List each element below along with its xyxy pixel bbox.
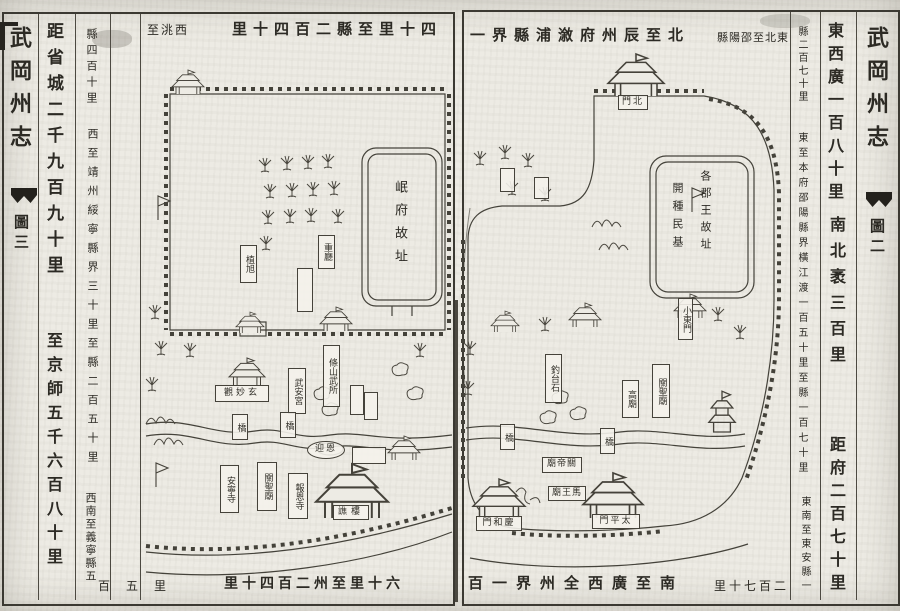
caption-top-left-page: 里十四百二縣至里十四 bbox=[232, 20, 443, 38]
label-bridge-right-b: 橋 bbox=[600, 428, 615, 454]
label-diaotai-rock: 釣台石 bbox=[545, 354, 562, 403]
label-hall-b: 重廳 bbox=[318, 235, 335, 269]
plate-number-left: 圖三 bbox=[12, 214, 30, 254]
note-east-route: 東至本府邵陽縣界橫江渡一百五十里至縣一百七十里 bbox=[796, 132, 807, 477]
label-guansheng-temple-left: 關聖廟 bbox=[257, 462, 277, 511]
caption-bottom-right-page: 百一界州全西廣至南 bbox=[468, 574, 685, 592]
label-guandi-temple: 廟帝關 bbox=[542, 457, 582, 473]
label-princes-site-col2: 開種民基 bbox=[671, 182, 684, 254]
caption-bottom-left-page: 里十四百二州至里十六 bbox=[224, 576, 404, 592]
left-col-rule-1 bbox=[38, 14, 39, 600]
right-map-frame-rule bbox=[790, 12, 791, 600]
label-hall-unread bbox=[297, 268, 313, 312]
note-county-410li: 縣四百十里 bbox=[85, 28, 98, 108]
plate-number-right: 圖二 bbox=[868, 218, 886, 258]
label-drum-tower: 譙樓 bbox=[333, 505, 369, 520]
fishtail-icon-left bbox=[11, 188, 37, 212]
label-hall-a: 植旭 bbox=[240, 245, 257, 283]
ink-blot-2 bbox=[760, 14, 810, 28]
note-to-prefecture: 距府二百七十里 bbox=[827, 436, 846, 597]
label-yingen-oval: 迎恩 bbox=[307, 441, 345, 459]
label-bridge-right-a: 橋 bbox=[500, 424, 515, 450]
label-small-unread-c bbox=[500, 168, 515, 192]
note-county-270li: 縣二百七十里 bbox=[796, 26, 807, 104]
left-col-rule-3 bbox=[110, 14, 111, 600]
note-southeast-route: 東南至東安縣一 bbox=[799, 496, 810, 594]
book-title-left: 武岡州志 bbox=[6, 26, 31, 158]
gutter-line bbox=[455, 300, 458, 602]
caption-top-right-page: 一界縣浦漵府州辰至北 bbox=[470, 26, 691, 44]
note-distance-capital: 至京師五千六百八十里 bbox=[44, 332, 63, 572]
note-east-west-extent: 東西廣一百八十里 bbox=[825, 22, 844, 206]
label-princes-site-col1: 各郡王故址 bbox=[699, 170, 712, 255]
left-col-rule-2 bbox=[75, 14, 76, 600]
label-wuan-temple: 武安宮 bbox=[288, 368, 306, 414]
note-north-south-extent: 南北袤三百里 bbox=[827, 216, 846, 372]
note-southwest-route: 西南至義寧縣五 bbox=[84, 492, 97, 583]
label-gao-temple: 高廟 bbox=[622, 380, 639, 418]
label-small-unread-a bbox=[350, 385, 364, 415]
caption-bottom-right-tail: 里十七百二 bbox=[714, 579, 790, 593]
label-small-east-gate: 小東門 bbox=[678, 298, 693, 340]
right-map-symbols bbox=[472, 53, 736, 519]
left-map-frame-rule bbox=[140, 14, 141, 600]
label-taiping-gate: 門平太 bbox=[592, 514, 640, 529]
label-small-unread-b bbox=[364, 392, 378, 420]
note-distance-province: 距省城二千九百九十里 bbox=[43, 22, 63, 282]
note-southwest-route-tail: 百五里 bbox=[98, 579, 183, 593]
label-baoen-temple: 報恩寺 bbox=[288, 473, 308, 519]
label-bridge-left-a: 橋 bbox=[232, 414, 248, 440]
label-bridge-left-b: 橋 bbox=[280, 412, 296, 438]
note-west-route: 西至靖州綏寧縣界三十里至縣二百五十里 bbox=[86, 128, 99, 470]
left-tree-cluster bbox=[145, 153, 427, 392]
ink-blot bbox=[92, 30, 132, 48]
label-small-unread-d bbox=[534, 177, 549, 199]
label-anning-temple: 安寧寺 bbox=[220, 465, 239, 513]
label-north-gate: 門北 bbox=[618, 95, 648, 110]
label-xuanmiao-temple: 觀妙玄 bbox=[215, 385, 269, 402]
caption-top-right-fragment: 縣陽邵至北東 bbox=[717, 31, 789, 44]
label-square-unread bbox=[352, 447, 386, 464]
fishtail-icon-right bbox=[866, 192, 892, 216]
binding-corner-mark bbox=[0, 22, 5, 50]
label-tiaoshan-office: 條山武所 bbox=[323, 345, 340, 407]
label-mawang-temple: 廟王馬 bbox=[548, 486, 586, 501]
left-page-frame bbox=[2, 12, 455, 606]
right-col-rule-1 bbox=[820, 12, 821, 600]
label-guansheng-temple-right: 關聖廟 bbox=[652, 364, 670, 418]
caption-top-left-fragment: 至洮西 bbox=[147, 23, 190, 37]
right-col-rule-2 bbox=[856, 12, 857, 600]
binding-corner-mark-2 bbox=[0, 22, 18, 26]
label-palace-site: 岷府故址 bbox=[392, 180, 407, 272]
label-qinghe-gate: 門和慶 bbox=[476, 516, 522, 531]
book-title-right: 武岡州志 bbox=[863, 26, 888, 158]
